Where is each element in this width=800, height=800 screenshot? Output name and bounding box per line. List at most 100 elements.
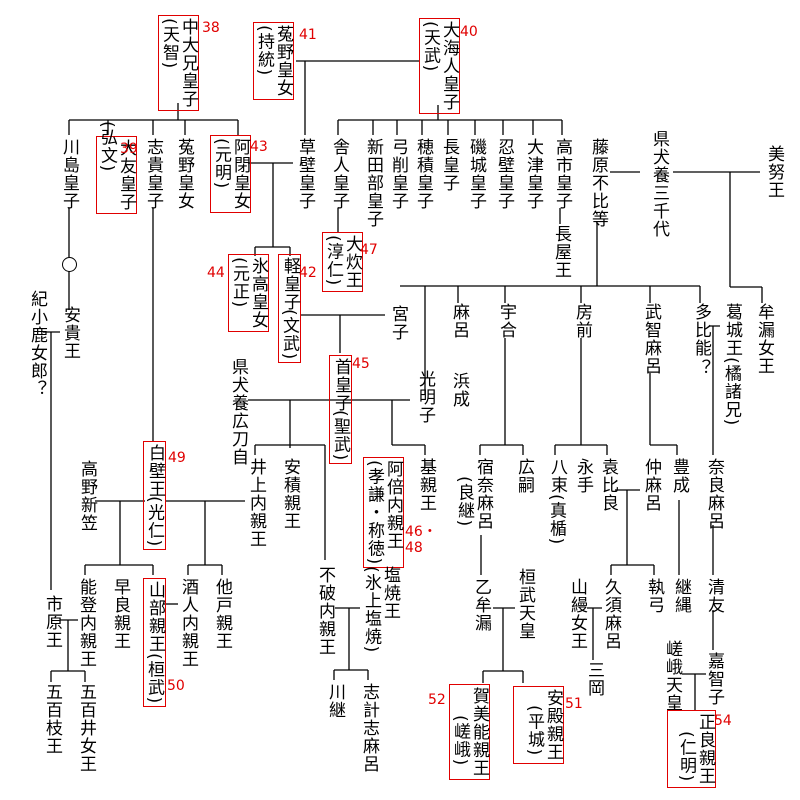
node-kawatsugu[interactable]: 川継 <box>325 683 345 719</box>
node-tsugutada[interactable]: 継縄 <box>671 578 691 614</box>
name: 川継 <box>325 683 345 719</box>
node-hamanari[interactable]: 浜成 <box>449 372 469 408</box>
node-shiki-prince[interactable]: 磯城皇子 <box>466 138 486 210</box>
node-takano[interactable]: 高野新笠 <box>77 460 97 532</box>
node-tenmu[interactable]: 大海人皇子 (天武) <box>419 18 460 114</box>
node-kawashima[interactable]: 川島皇子 <box>59 138 79 210</box>
node-mioka[interactable]: 三岡 <box>584 661 604 697</box>
uncertain-mark: ？ <box>26 380 46 398</box>
node-michiyo[interactable]: 県犬養三千代 <box>649 130 669 238</box>
name: 高市皇子 <box>552 138 572 210</box>
node-komyo[interactable]: 光明子 <box>415 370 435 424</box>
node-minu[interactable]: 美努王 <box>764 145 784 199</box>
node-yatsuka[interactable]: 八束(真楯) <box>546 458 567 545</box>
node-noto[interactable]: 能登内親王 <box>76 578 96 668</box>
name: 麻呂 <box>449 303 469 339</box>
node-konin[interactable]: 白壁王(光仁) <box>143 441 166 551</box>
name: 賀美能親王 <box>469 687 489 777</box>
name: 山縵女王 <box>567 578 587 650</box>
node-saga-tenno[interactable]: 嵯峨天皇 <box>662 640 682 712</box>
node-kiyotomo[interactable]: 清友 <box>704 578 724 614</box>
node-fuwa[interactable]: 不破内親王 <box>315 566 335 656</box>
name: 酒人内親王 <box>178 578 198 668</box>
node-hirotsugu[interactable]: 広嗣 <box>514 458 534 494</box>
node-aki[interactable]: 安貴王 <box>60 306 80 360</box>
era-name: (良継) <box>454 476 474 528</box>
reign-number: 45 <box>352 356 370 372</box>
node-shikeshimaro[interactable]: 志計志麻呂 <box>359 683 379 773</box>
name: 袁比良 <box>598 458 618 512</box>
name: 菟野皇女 <box>273 25 293 97</box>
node-kusakabe[interactable]: 草壁皇子 <box>295 138 315 210</box>
node-kusumaro[interactable]: 久須麻呂 <box>601 578 621 650</box>
node-nagaya[interactable]: 長屋王 <box>551 225 571 279</box>
name: 安貴王 <box>60 306 80 360</box>
node-osakabe[interactable]: 忍壁皇子 <box>494 138 514 210</box>
node-fuhito[interactable]: 藤原不比等 <box>588 138 608 228</box>
node-tenji[interactable]: 中大兄皇子 (天智) <box>158 15 199 111</box>
node-shiki[interactable]: 志貴皇子 <box>143 138 163 210</box>
node-shioyaki[interactable]: 塩焼王(氷上塩焼) <box>361 566 400 653</box>
node-kachiko[interactable]: 嘉智子 <box>704 652 724 706</box>
node-nagate[interactable]: 永手 <box>573 458 593 494</box>
era-name: (天武) <box>420 21 440 73</box>
era-name: (天智) <box>159 18 179 70</box>
node-yoshitsugu[interactable]: 宿奈麻呂(良継) <box>454 458 493 530</box>
name: 磯城皇子 <box>466 138 486 210</box>
node-unohime[interactable]: 菟野皇女 <box>174 138 194 210</box>
reign-number: 54 <box>714 713 732 729</box>
node-tsuruyumi[interactable]: 執弓 <box>644 578 664 614</box>
node-yamanoue[interactable]: 山縵女王 <box>567 578 587 650</box>
node-sakahito[interactable]: 酒人内親王 <box>178 578 198 668</box>
node-otomuro[interactable]: 乙牟漏 <box>471 578 491 632</box>
name: 広嗣 <box>514 458 534 494</box>
node-motoi[interactable]: 基親王 <box>416 458 436 512</box>
node-ichihara[interactable]: 市原王 <box>42 595 62 649</box>
node-maro[interactable]: 麻呂 <box>449 303 469 339</box>
node-ninmyo[interactable]: 正良親王 (仁明) <box>667 710 716 788</box>
node-monmu[interactable]: 軽皇子(文武) <box>278 254 301 364</box>
node-jito[interactable]: 菟野皇女 (持統) <box>253 22 294 100</box>
node-kanmu[interactable]: 山部親王(桓武) <box>143 578 166 708</box>
node-tahino[interactable]: 多比能？ <box>690 303 711 377</box>
node-saga[interactable]: 賀美能親王 (嵯峨) <box>449 684 490 780</box>
node-nakamaro[interactable]: 仲麻呂 <box>641 458 661 512</box>
node-niitabe[interactable]: 新田部皇子 <box>363 138 383 228</box>
name: 正良親王 <box>695 713 715 785</box>
name: 武智麻呂 <box>641 303 661 375</box>
node-genmei[interactable]: 阿閉皇女 (元明) <box>210 135 251 213</box>
node-ioe[interactable]: 五百枝王 <box>42 683 62 755</box>
node-ohira[interactable]: 袁比良 <box>598 458 618 512</box>
node-fusasaki[interactable]: 房前 <box>572 303 592 339</box>
node-koken[interactable]: 阿倍内親王 (孝謙・称徳) <box>363 457 404 569</box>
node-junnin[interactable]: 大炊王 (淳仁) <box>322 232 363 292</box>
name: 県犬養三千代 <box>649 130 669 238</box>
node-ioi[interactable]: 五百井女王 <box>76 683 96 773</box>
node-heizei[interactable]: 安殿親王 (平城) <box>513 686 564 764</box>
node-sawara[interactable]: 早良親王 <box>110 578 130 650</box>
node-osabe[interactable]: 他戸親王 <box>212 578 232 650</box>
node-otsu[interactable]: 大津皇子 <box>523 138 543 210</box>
node-umakai[interactable]: 宇合 <box>496 303 516 339</box>
node-naramaro[interactable]: 奈良麻呂 <box>704 458 724 530</box>
node-kobun[interactable]: 大友皇子(弘文) <box>96 121 137 214</box>
node-naga[interactable]: 長皇子 <box>439 138 459 192</box>
node-hirotoji[interactable]: 県犬養広刀自 <box>228 358 248 466</box>
node-shomu[interactable]: 首皇子(聖武) <box>329 355 352 465</box>
node-muro[interactable]: 牟漏女王 <box>754 303 774 375</box>
node-miyako[interactable]: 宮子 <box>388 305 408 341</box>
node-kanmu-tenno[interactable]: 桓武天皇 <box>515 568 535 640</box>
node-asaka[interactable]: 安積親王 <box>280 458 300 530</box>
node-toyonari[interactable]: 豊成 <box>669 458 689 494</box>
node-muchimaro[interactable]: 武智麻呂 <box>641 303 661 375</box>
era-name: (橘諸兄) <box>721 357 741 427</box>
node-katsuragi[interactable]: 葛城王(橘諸兄) <box>721 303 742 427</box>
node-inoue[interactable]: 井上内親王 <box>246 458 266 548</box>
node-gensho[interactable]: 氷高皇女 (元正) <box>228 254 269 332</box>
node-takechi[interactable]: 高市皇子 <box>552 138 572 210</box>
name: 能登内親王 <box>76 578 96 668</box>
node-yuge[interactable]: 弓削皇子 <box>388 138 408 210</box>
node-toneri[interactable]: 舎人皇子 <box>329 138 349 210</box>
node-kimi[interactable]: 紀小鹿女郎？ <box>26 290 47 398</box>
node-hozumi[interactable]: 穂積皇子 <box>413 138 433 210</box>
